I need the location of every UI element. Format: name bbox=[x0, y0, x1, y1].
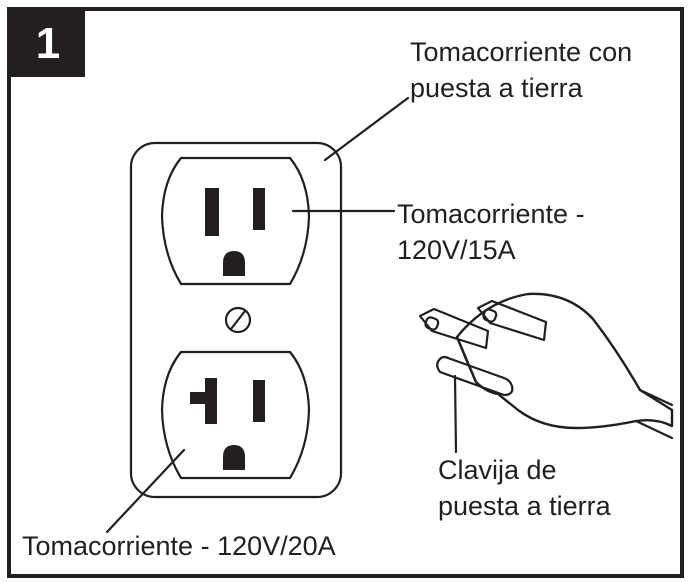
lower-slot-right bbox=[253, 380, 265, 422]
leader-grounded-outlet bbox=[323, 96, 410, 162]
upper-slot-right bbox=[253, 188, 265, 230]
plug-ground-pin bbox=[436, 355, 514, 397]
label-ground-pin-line2: puesta a tierra bbox=[438, 491, 611, 521]
plate-screw-slot bbox=[229, 309, 247, 331]
plug-face-edge bbox=[455, 335, 478, 384]
plug-cord bbox=[634, 388, 674, 440]
wall-plate bbox=[129, 141, 343, 499]
upper-receptacle-face bbox=[160, 156, 311, 286]
plug-prong-right-hole bbox=[482, 308, 498, 323]
plug-prong-left-hole bbox=[424, 316, 440, 331]
label-outlet-20a: Tomacorriente - 120V/20A bbox=[22, 531, 336, 561]
upper-ground-hole bbox=[223, 251, 245, 276]
label-outlet-15a-line1: Tomacorriente - bbox=[397, 199, 585, 229]
step-number-badge: 1 bbox=[11, 11, 85, 77]
label-grounded-outlet-line1: Tomacorriente con bbox=[410, 37, 633, 67]
leader-outlet-20a bbox=[105, 448, 186, 534]
label-outlet-15a-line2: 120V/15A bbox=[397, 235, 516, 265]
lower-slot-left-tee bbox=[190, 392, 217, 404]
figure-frame bbox=[7, 7, 684, 578]
plug-body bbox=[455, 292, 674, 430]
lower-ground-hole bbox=[223, 445, 245, 470]
upper-slot-left bbox=[205, 188, 219, 236]
lower-receptacle-face bbox=[160, 350, 311, 480]
label-grounded-outlet-line2: puesta a tierra bbox=[410, 73, 583, 103]
plate-screw bbox=[224, 306, 252, 334]
leader-ground-pin bbox=[453, 374, 458, 454]
label-ground-pin-line1: Clavija de bbox=[438, 455, 557, 485]
